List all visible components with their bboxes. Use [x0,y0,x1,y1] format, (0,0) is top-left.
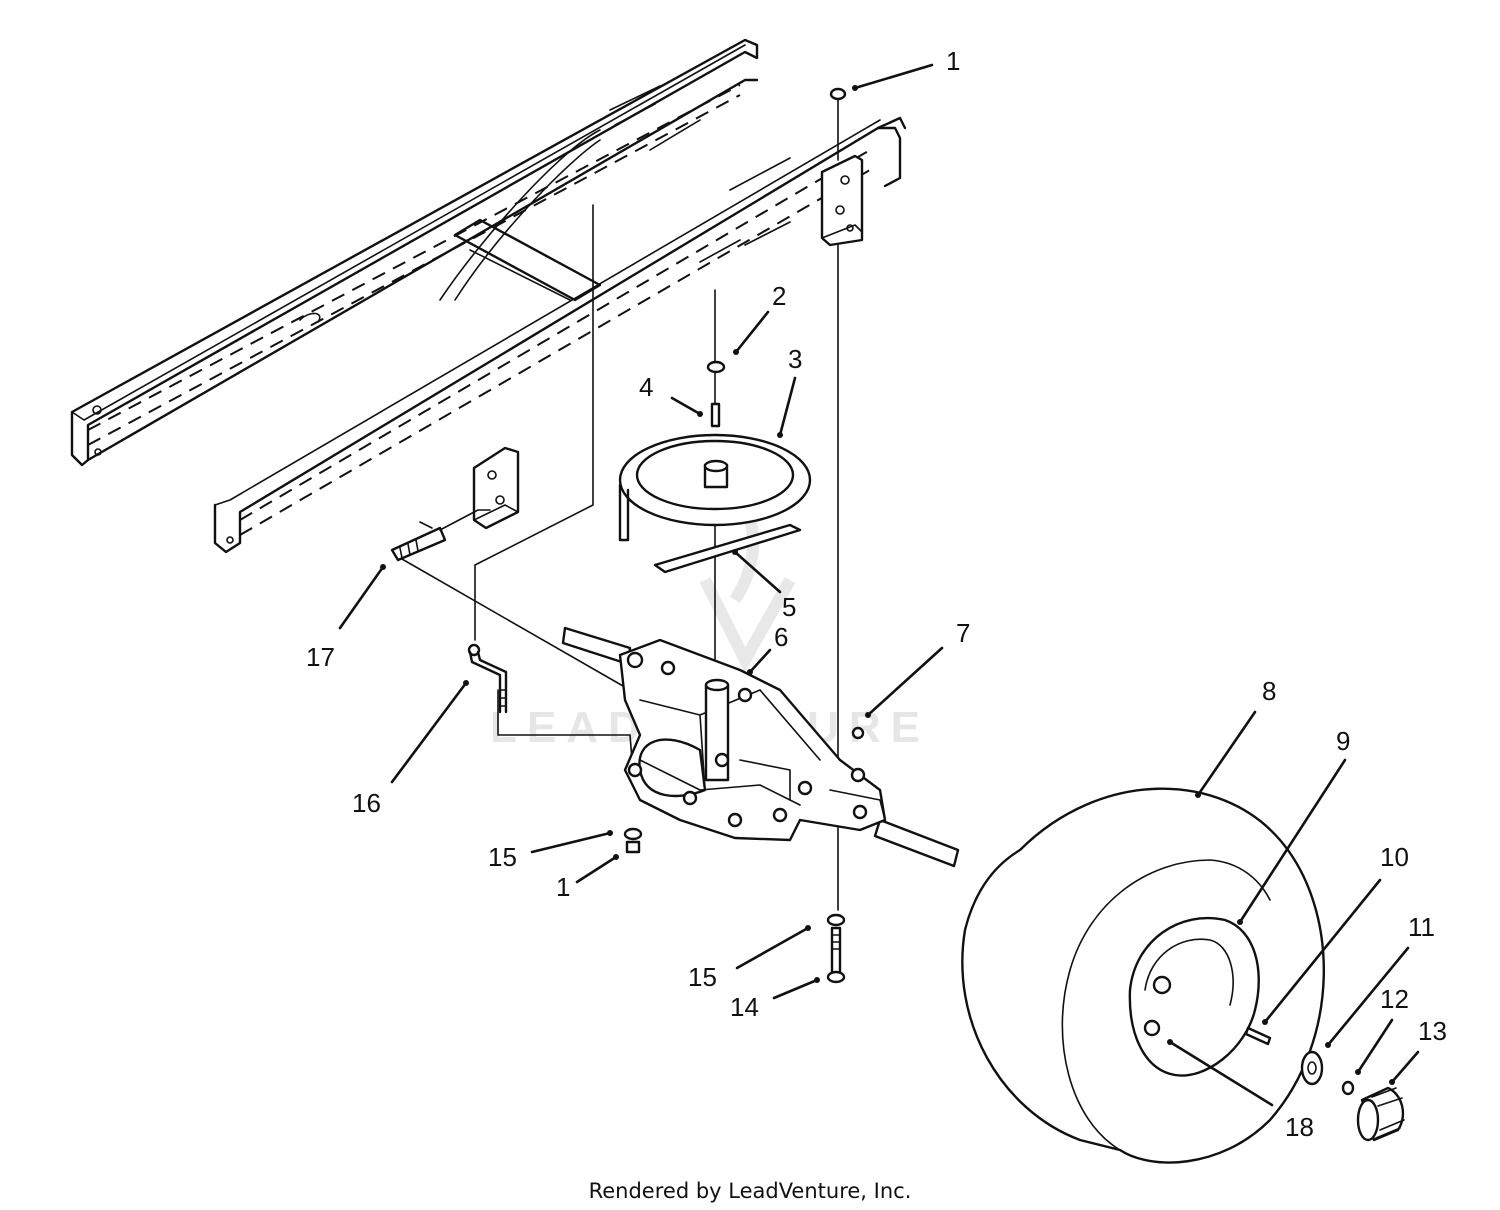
callout-1-bottom: 1 [556,872,570,902]
leader-lines [338,63,1420,1107]
bracket-right [820,154,864,247]
z-link-bolt [467,643,508,714]
wheel-key [1244,1026,1272,1046]
callout-12: 12 [1380,984,1409,1014]
callout-18: 18 [1285,1112,1314,1142]
drive-belt-upper [439,129,601,301]
callout-13: 13 [1418,1016,1447,1046]
frame-rail-lower [213,116,907,554]
callout-6: 6 [774,622,788,652]
wheel-rim [1128,916,1260,1077]
callout-4: 4 [639,372,653,402]
washer-lower-right [826,913,846,927]
transmission-pulley [618,433,812,542]
key [706,360,726,374]
callout-1-top: 1 [946,46,960,76]
bracket-left [472,446,520,530]
hex-nut-top [829,87,847,101]
transaxle [561,626,960,868]
callout-9: 9 [1336,726,1350,756]
frame-cross-member [453,218,602,302]
callout-5: 5 [782,592,796,622]
callout-15-left: 15 [488,842,517,872]
shift-rod [390,509,491,562]
bolt-lower-right [826,926,846,984]
callout-17: 17 [306,642,335,672]
grease-fitting [851,726,865,740]
callout-2: 2 [772,281,786,311]
drive-belt-strip [653,523,802,574]
washer-lower-left [623,827,643,841]
retaining-ring [1341,1080,1355,1096]
footer-credit: Rendered by LeadVenture, Inc. [589,1179,912,1203]
assembly-line-rod [394,554,631,691]
callout-7: 7 [956,618,970,648]
callout-14: 14 [730,992,759,1022]
nut-lower-left [625,840,641,854]
callout-10: 10 [1380,842,1409,872]
frame-rail-upper [70,38,759,467]
callout-15-right: 15 [688,962,717,992]
callout-3: 3 [788,344,802,374]
callout-8: 8 [1262,676,1276,706]
callout-labels: 1 2 3 4 5 6 7 8 9 10 11 12 13 14 15 15 1… [306,46,1447,1142]
assembly-line-tab [497,689,633,761]
assembly-line-bolt-left [474,204,594,641]
callout-16: 16 [352,788,381,818]
callout-11: 11 [1408,912,1435,942]
flat-washer [1300,1050,1324,1086]
set-screw [710,402,721,428]
hub-cap [1356,1086,1405,1142]
